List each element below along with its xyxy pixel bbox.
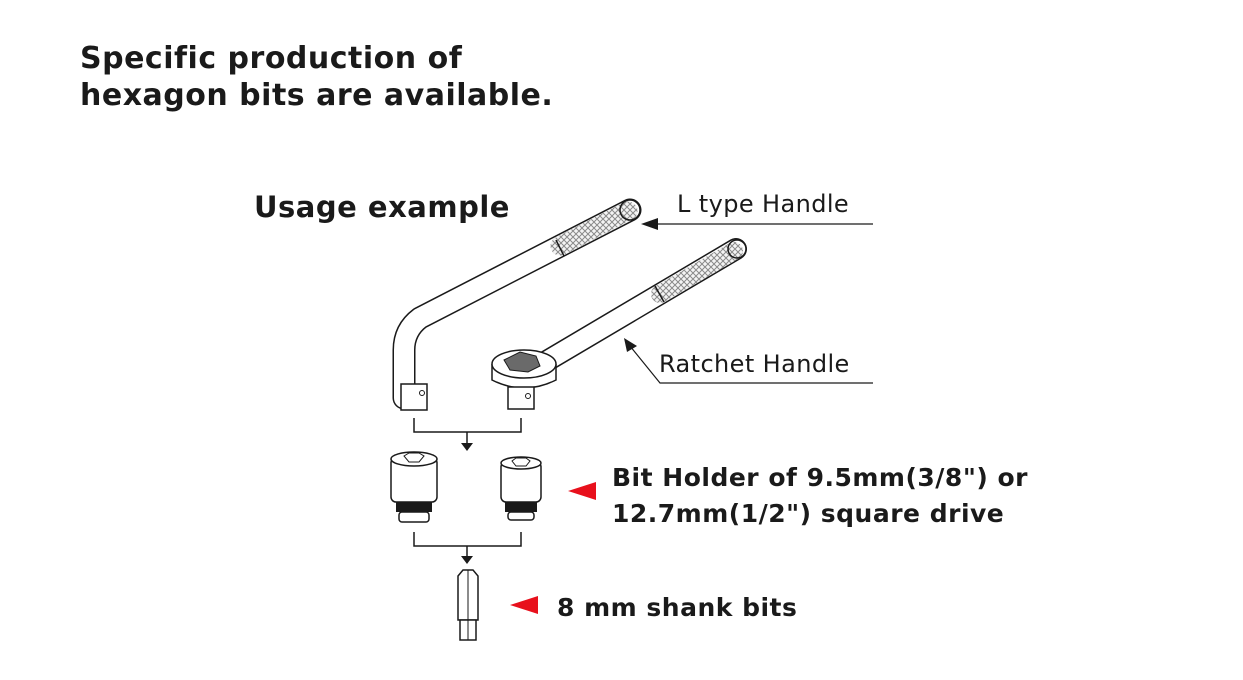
headline-line-2: hexagon bits are available. — [80, 78, 554, 113]
ratchet-handle-grip — [651, 242, 743, 303]
usage-example-title: Usage example — [254, 190, 510, 224]
l-type-handle-illustration — [392, 198, 642, 411]
bit-holder-small-illustration — [500, 456, 542, 521]
connector-bracket-bottom — [413, 532, 522, 564]
hexagon-bit-illustration — [457, 569, 479, 641]
l-handle-square-drive — [400, 383, 428, 411]
ratchet-handle-label: Ratchet Handle — [659, 350, 850, 378]
l-handle-grip — [550, 201, 638, 256]
bit-holder-callout: Bit Holder of 9.5mm(3/8") or 12.7mm(1/2"… — [612, 460, 1028, 532]
ratchet-square-drive — [507, 386, 535, 410]
l-handle-leader — [641, 218, 873, 230]
shank-bits-callout: 8 mm shank bits — [557, 593, 798, 622]
l-type-handle-label: L type Handle — [677, 190, 850, 218]
leader-arrow-icon — [624, 338, 637, 352]
bit-holder-line-2: 12.7mm(1/2") square drive — [612, 499, 1005, 528]
ratchet-handle-leader — [624, 338, 873, 384]
arrow-down-icon — [461, 443, 473, 451]
bit-holder-pointer-icon — [568, 482, 596, 500]
headline-line-1: Specific production of — [80, 41, 463, 76]
ratchet-handle-illustration — [491, 238, 747, 410]
headline: Specific production of hexagon bits are … — [80, 40, 553, 114]
arrow-down-icon — [461, 556, 473, 564]
shank-bits-pointer-icon — [510, 596, 538, 614]
leader-arrow-icon — [641, 218, 658, 230]
bit-holder-line-1: Bit Holder of 9.5mm(3/8") or — [612, 463, 1028, 492]
bit-holder-large-illustration — [390, 451, 438, 523]
connector-bracket-top — [413, 418, 522, 451]
